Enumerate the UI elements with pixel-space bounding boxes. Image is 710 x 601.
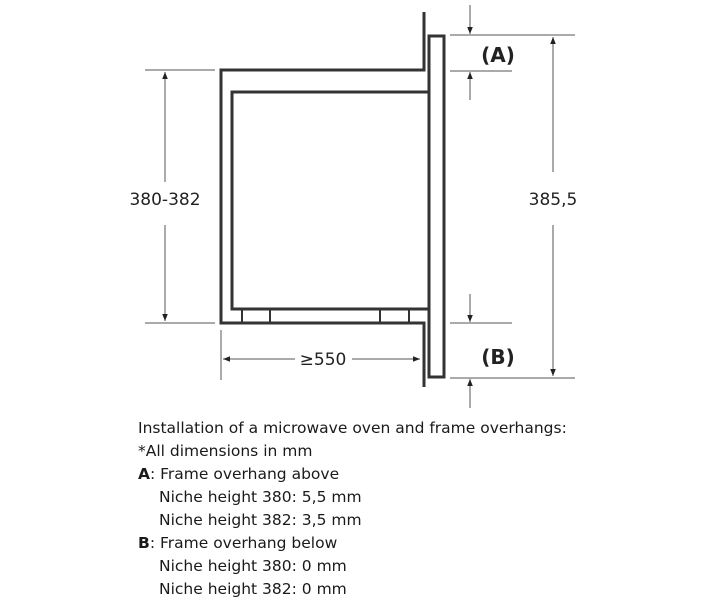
- note-b-key: B: [138, 534, 150, 552]
- label-a: (A): [481, 43, 515, 67]
- niche-height-label: 380-382: [129, 190, 200, 210]
- total-height-label: 385,5: [529, 190, 578, 210]
- front-frame: [427, 34, 446, 379]
- note-a-text: : Frame overhang above: [150, 465, 340, 483]
- note-b-item: Niche height 382: 0 mm: [159, 580, 347, 598]
- note-b: B: Frame overhang below: [138, 532, 567, 555]
- note-a: A: Frame overhang above: [138, 463, 567, 486]
- note-b-item: Niche height 380: 0 mm: [159, 557, 347, 575]
- note-a-item: Niche height 382: 3,5 mm: [159, 511, 362, 529]
- niche-outline: [219, 12, 426, 387]
- dimension-lines: [145, 5, 575, 408]
- note-a-key: A: [138, 465, 150, 483]
- label-b: (B): [481, 345, 515, 369]
- note-b-text: : Frame overhang below: [149, 534, 338, 552]
- notes-title: Installation of a microwave oven and fra…: [138, 419, 567, 437]
- installation-notes: Installation of a microwave oven and fra…: [138, 417, 567, 601]
- foot-right: [379, 308, 410, 324]
- foot-left: [241, 308, 271, 324]
- notes-units: *All dimensions in mm: [138, 442, 313, 460]
- depth-label: ≥550: [300, 350, 347, 370]
- note-a-item: Niche height 380: 5,5 mm: [159, 488, 362, 506]
- microwave-body: [230, 90, 428, 324]
